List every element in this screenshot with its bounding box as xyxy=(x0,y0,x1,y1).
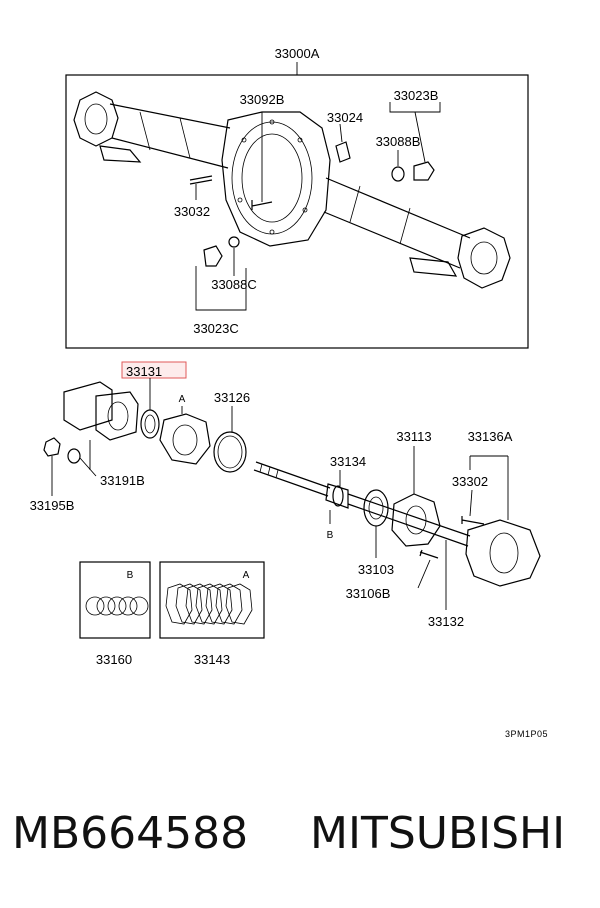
label-33092b[interactable]: 33092B xyxy=(240,92,285,107)
label-33126[interactable]: 33126 xyxy=(214,390,250,405)
part-number: MB664588 xyxy=(12,808,249,859)
label-33132[interactable]: 33132 xyxy=(428,614,464,629)
mark-b-shaft: B xyxy=(327,530,334,541)
mark-a-kit: A xyxy=(243,570,250,581)
brand-name: MITSUBISHI xyxy=(310,808,566,859)
label-33023b[interactable]: 33023B xyxy=(394,88,439,103)
label-33088c[interactable]: 33088C xyxy=(211,277,257,292)
highlight-box-33131 xyxy=(121,361,187,379)
label-33023c[interactable]: 33023C xyxy=(193,321,239,336)
label-33088b[interactable]: 33088B xyxy=(376,134,421,149)
axle-housing-frame xyxy=(65,74,529,349)
label-33195b[interactable]: 33195B xyxy=(30,498,75,513)
label-33131[interactable]: 33131 xyxy=(126,364,162,379)
footer: MB664588 MITSUBISHI xyxy=(0,800,600,880)
axle-housing xyxy=(73,91,511,289)
label-33000a[interactable]: 33000A xyxy=(275,46,320,61)
label-33191b[interactable]: 33191B xyxy=(100,473,145,488)
drawing-code: 3PM1P05 xyxy=(505,729,548,739)
label-33113[interactable]: 33113 xyxy=(396,429,431,444)
label-33302[interactable]: 33302 xyxy=(452,474,488,489)
label-33134[interactable]: 33134 xyxy=(330,454,366,469)
exploded-parts-diagram: 33000A 33092B 33024 33023B 33088B xyxy=(30,46,548,739)
label-33024[interactable]: 33024 xyxy=(327,110,363,125)
label-33106b[interactable]: 33106B xyxy=(346,586,391,601)
mark-a-gasket: A xyxy=(179,394,186,405)
label-33103[interactable]: 33103 xyxy=(358,562,394,577)
kit-box-33160 xyxy=(79,561,151,639)
mark-b-kit: B xyxy=(127,570,134,581)
gasket-set xyxy=(165,583,253,625)
label-33160[interactable]: 33160 xyxy=(96,652,132,667)
label-33136a[interactable]: 33136A xyxy=(468,429,513,444)
kit-box-33143 xyxy=(159,561,265,639)
label-33143[interactable]: 33143 xyxy=(194,652,230,667)
label-33032[interactable]: 33032 xyxy=(174,204,210,219)
snap-ring-set xyxy=(85,596,149,616)
